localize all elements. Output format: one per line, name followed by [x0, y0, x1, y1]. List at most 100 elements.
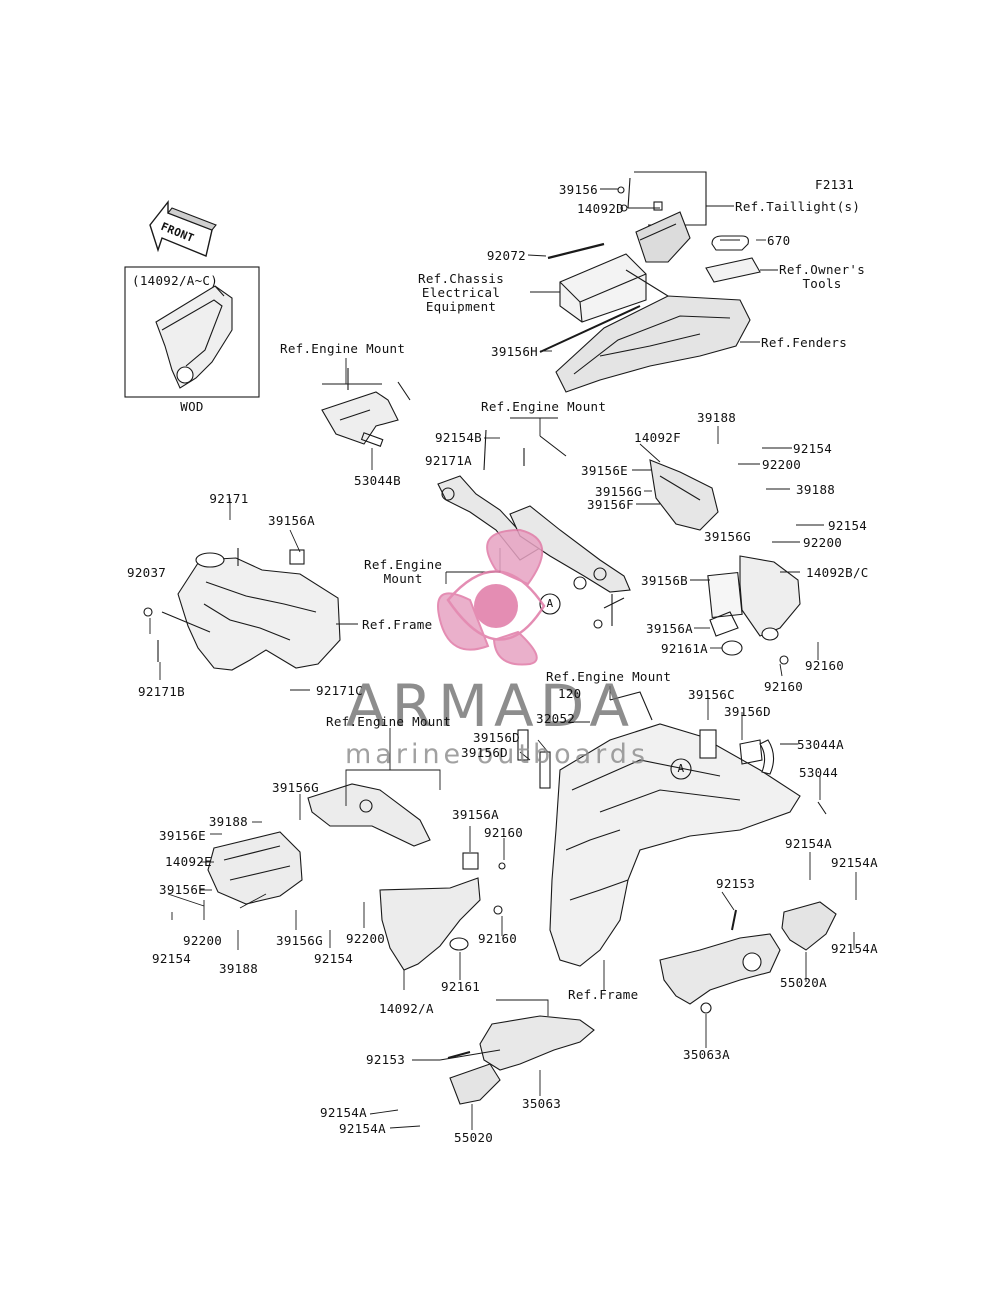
- part-label: 35063: [522, 1096, 562, 1111]
- part-label: 92200: [346, 931, 386, 946]
- reference-marker-a-icon: [670, 758, 692, 780]
- cable-part: [547, 242, 605, 260]
- part-label: 92154A: [320, 1105, 367, 1120]
- part-label: 39156G: [704, 529, 751, 544]
- part-label: 39188: [208, 814, 248, 829]
- part-label: 53044B: [354, 473, 401, 488]
- left-footrest-lower-part: [439, 1015, 595, 1105]
- part-label: 14092D: [577, 201, 624, 216]
- ref-label: Ref.Chassis Electrical Equipment: [418, 271, 505, 314]
- part-label: 39188: [796, 482, 836, 497]
- ref-label: Ref.Engine Mount: [481, 399, 607, 414]
- part-label: 92171: [209, 491, 249, 506]
- inset-caption: WOD: [180, 399, 204, 414]
- part-label: 92200: [762, 457, 802, 472]
- ref-label: Ref.Engine Mount: [326, 714, 452, 729]
- part-label: 92154: [152, 951, 192, 966]
- left-frame-assembly-part: [143, 548, 341, 671]
- part-label: 92154A: [785, 836, 832, 851]
- part-label: 670: [767, 233, 791, 248]
- part-label: 92171B: [138, 684, 185, 699]
- ref-label: Ref.Frame: [568, 987, 639, 1002]
- part-label: 39156A: [646, 621, 693, 636]
- diagram-code: F2131: [815, 177, 855, 192]
- part-label: 39156A: [268, 513, 315, 528]
- part-label: 92200: [183, 933, 223, 948]
- part-label: 92037: [127, 565, 167, 580]
- right-footrest-bracket-part: [659, 901, 837, 1014]
- inset-box: [124, 266, 260, 398]
- part-label: 39156E: [581, 463, 628, 478]
- part-label: 14092F: [634, 430, 681, 445]
- part-label: 92160: [484, 825, 524, 840]
- part-label: 92171A: [425, 453, 472, 468]
- part-label: 32052: [536, 711, 576, 726]
- part-label: 39156: [558, 182, 598, 197]
- reference-marker-a-label: A: [677, 762, 685, 775]
- inset-cover-part: [155, 285, 233, 389]
- part-label: 92161: [441, 979, 481, 994]
- part-label: 53044A: [797, 737, 844, 752]
- armada-propeller-logo: [437, 528, 546, 666]
- reference-marker-a-label: A: [546, 597, 554, 610]
- part-label: 92154A: [831, 855, 878, 870]
- part-label: 92161A: [661, 641, 708, 656]
- main-frame-part: [517, 691, 827, 967]
- part-label: 92153: [366, 1052, 406, 1067]
- ref-label: Ref.Owner's Tools: [779, 262, 866, 291]
- part-label: 92154: [793, 441, 833, 456]
- rear-fender-part: [539, 269, 751, 393]
- ref-label: Ref.Frame: [362, 617, 433, 632]
- front-direction-arrow-icon: [149, 199, 217, 257]
- part-label: 39156C: [688, 687, 735, 702]
- part-label: 55020A: [780, 975, 827, 990]
- part-label: 39156B: [641, 573, 688, 588]
- tools-bag-part: [705, 235, 761, 283]
- ref-label: Ref.Fenders: [761, 335, 848, 350]
- part-label: 55020: [454, 1130, 494, 1145]
- part-label: 39156E: [159, 828, 206, 843]
- part-label: 92153: [716, 876, 756, 891]
- part-label: 39156D: [473, 730, 520, 745]
- part-label: 92160: [764, 679, 804, 694]
- ref-label: Ref.Engine Mount: [280, 341, 406, 356]
- part-label: 39156D: [724, 704, 771, 719]
- inset-title: (14092/A~C): [132, 273, 219, 288]
- part-label: 39188: [697, 410, 737, 425]
- part-label: 92154A: [831, 941, 878, 956]
- part-label: 39156G: [595, 484, 642, 499]
- part-label: 92171C: [316, 683, 363, 698]
- part-label: 92200: [803, 535, 843, 550]
- part-label: 39156H: [491, 344, 538, 359]
- part-label: 120: [558, 686, 582, 701]
- part-label: 39156G: [272, 780, 319, 795]
- right-side-cover-14092BC-part: [707, 555, 801, 665]
- engine-mount-bracket-upper-part: [321, 368, 411, 447]
- electrical-box-part: [559, 253, 647, 323]
- part-label: 39156G: [276, 933, 323, 948]
- part-label: 14092/A: [379, 1001, 434, 1016]
- part-label: 14092B/C: [806, 565, 869, 580]
- taillight-assembly-part: [617, 171, 707, 263]
- side-cover-14092A-part: [379, 852, 506, 971]
- part-label: 35063A: [683, 1047, 730, 1062]
- ref-label: Ref.Taillight(s): [735, 199, 861, 214]
- part-label: 39188: [219, 961, 259, 976]
- ref-label: Ref.Engine Mount: [546, 669, 672, 684]
- ref-label: Ref.Engine Mount: [364, 557, 443, 586]
- leader-lines: [149, 188, 857, 1130]
- part-label: 14092E: [165, 854, 212, 869]
- part-label: 92154: [828, 518, 868, 533]
- part-label: 92072: [486, 248, 526, 263]
- part-label: 39156E: [159, 882, 206, 897]
- part-label: 92154A: [339, 1121, 386, 1136]
- part-label: 53044: [799, 765, 839, 780]
- left-footrest-bracket-part: [207, 783, 431, 905]
- part-label: 92160: [805, 658, 845, 673]
- part-label: 92154: [314, 951, 354, 966]
- part-label: 39156D: [461, 745, 508, 760]
- reference-marker-a-icon: [539, 593, 561, 615]
- part-label: 92160: [478, 931, 518, 946]
- right-side-cover-upper-part: [649, 459, 719, 531]
